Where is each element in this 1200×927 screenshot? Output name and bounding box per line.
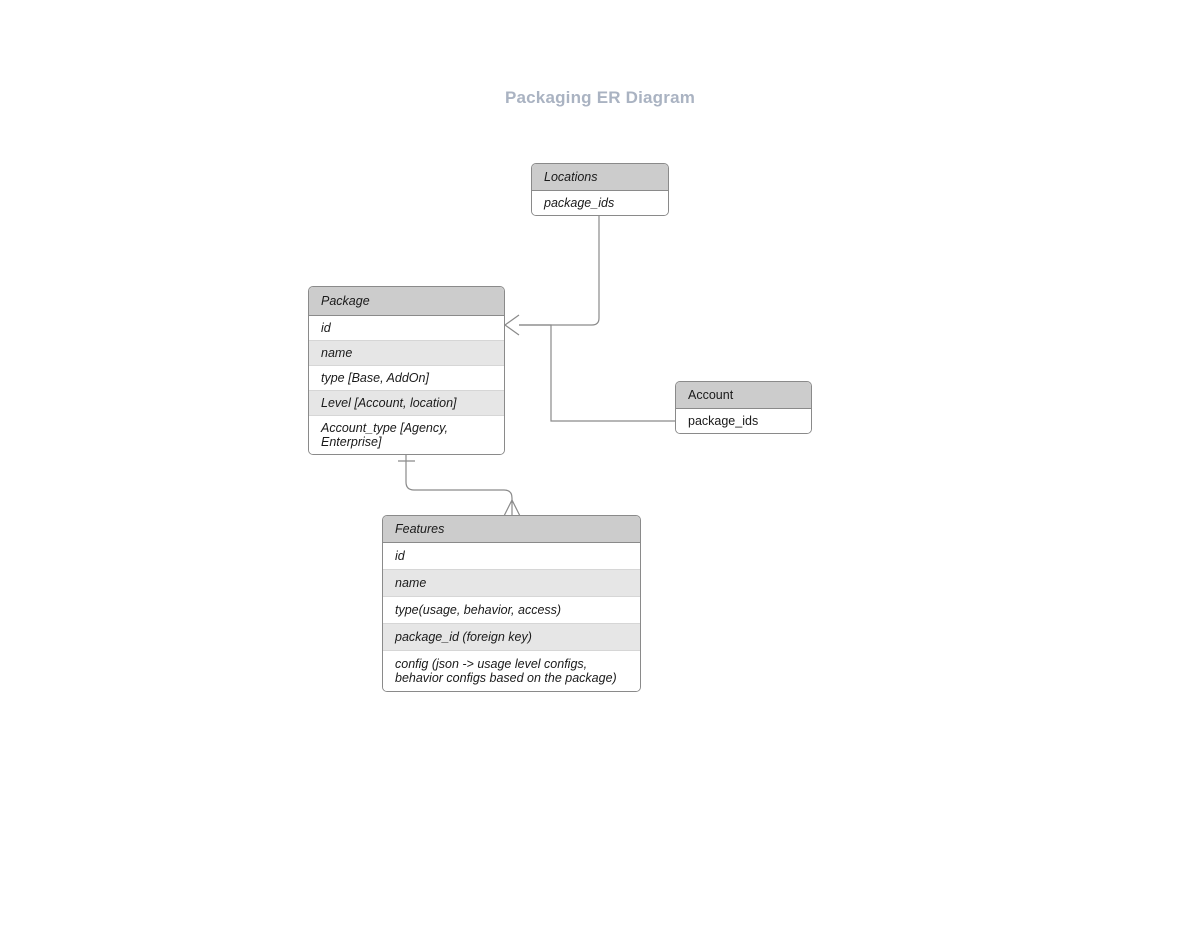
connector-account-package xyxy=(519,324,675,422)
entity-package[interactable]: Package id name type [Base, AddOn] Level… xyxy=(308,286,505,455)
entity-locations-title: Locations xyxy=(532,164,668,191)
entity-package-attribute-level: Level [Account, location] xyxy=(309,391,504,416)
connector-locations-package xyxy=(519,213,600,326)
entity-package-title: Package xyxy=(309,287,504,316)
entity-features[interactable]: Features id name type(usage, behavior, a… xyxy=(382,515,641,692)
crows-foot-open-package xyxy=(503,314,520,336)
entity-features-attribute-package-id: package_id (foreign key) xyxy=(383,624,640,651)
entity-account[interactable]: Account package_ids xyxy=(675,381,812,434)
entity-account-attribute: package_ids xyxy=(676,409,811,433)
page-title: Packaging ER Diagram xyxy=(504,88,696,107)
entity-features-attribute-config: config (json -> usage level configs, beh… xyxy=(383,651,640,691)
entity-package-attribute-name: name xyxy=(309,341,504,366)
entity-locations-attribute: package_ids xyxy=(532,191,668,215)
entity-package-attribute-account-type: Account_type [Agency, Enterprise] xyxy=(309,416,504,454)
entity-locations[interactable]: Locations package_ids xyxy=(531,163,669,216)
entity-features-attribute-name: name xyxy=(383,570,640,597)
entity-account-title: Account xyxy=(676,382,811,409)
entity-features-title: Features xyxy=(383,516,640,543)
entity-package-attribute-type: type [Base, AddOn] xyxy=(309,366,504,391)
entity-features-attribute-id: id xyxy=(383,543,640,570)
entity-features-attribute-type: type(usage, behavior, access) xyxy=(383,597,640,624)
entity-package-attribute-id: id xyxy=(309,316,504,341)
crows-foot-features xyxy=(503,499,521,517)
